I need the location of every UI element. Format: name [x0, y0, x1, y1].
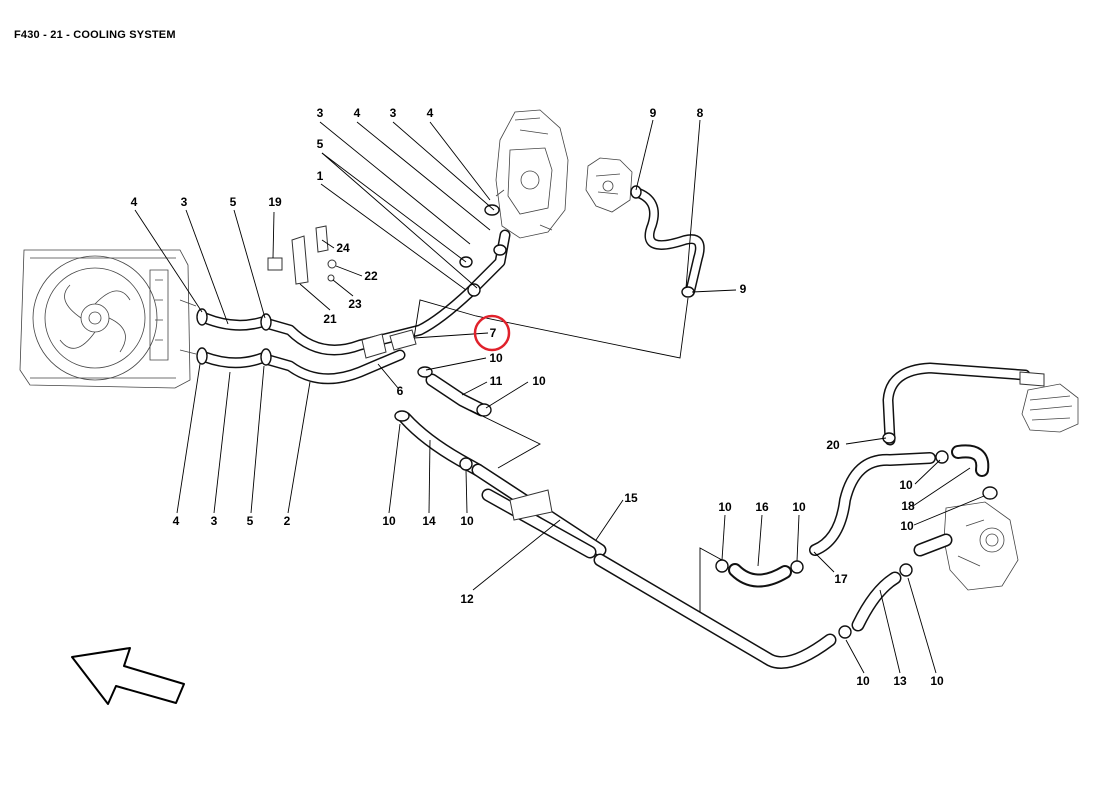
callout-label: 12 — [460, 592, 474, 606]
engine-block-icon — [495, 109, 569, 239]
callout-label: 10 — [930, 674, 944, 688]
callout-label: 17 — [834, 572, 848, 586]
callout-label: 5 — [317, 137, 324, 151]
callout-label: 1 — [317, 169, 324, 183]
callout-label: 18 — [901, 499, 915, 513]
callout-label: 10 — [718, 500, 732, 514]
bracket-24 — [315, 225, 329, 253]
callout-label: 4 — [427, 106, 434, 120]
callout-label: 9 — [740, 282, 747, 296]
callout-label: 19 — [268, 195, 282, 209]
callout-label: 9 — [650, 106, 657, 120]
callout-label: 16 — [755, 500, 769, 514]
callout-label: 8 — [697, 106, 704, 120]
bracket-19 — [267, 257, 283, 271]
callout-label: 3 — [181, 195, 188, 209]
callout-label: 21 — [323, 312, 337, 326]
callout-label: 10 — [900, 519, 914, 533]
callout-label: 4 — [173, 514, 180, 528]
callout-label: 6 — [397, 384, 404, 398]
callout-label: 10 — [792, 500, 806, 514]
callout-label: 23 — [348, 297, 362, 311]
t-piece-6 — [361, 333, 387, 359]
callout-label: 3 — [390, 106, 397, 120]
hose-clamps — [196, 185, 998, 639]
highlight-circle — [473, 314, 511, 352]
callout-label: 14 — [422, 514, 436, 528]
fitting-parts — [267, 225, 1045, 521]
callout-label: 22 — [364, 269, 378, 283]
callout-label-highlighted: 7 — [490, 326, 497, 340]
callout-label: 10 — [382, 514, 396, 528]
front-direction-arrow-icon — [71, 647, 185, 705]
callout-label: 24 — [336, 241, 350, 255]
callout-label: 10 — [489, 351, 503, 365]
expansion-tank-icon — [1021, 383, 1079, 433]
callout-label: 10 — [856, 674, 870, 688]
callout-labels: 3 4 3 4 5 1 9 8 4 3 5 19 24 22 23 21 9 7… — [131, 106, 944, 688]
callout-label: 10 — [899, 478, 913, 492]
callout-label: 4 — [354, 106, 361, 120]
callout-label: 4 — [131, 195, 138, 209]
leader-lines — [134, 119, 985, 674]
callout-label: 5 — [230, 195, 237, 209]
callout-label: 5 — [247, 514, 254, 528]
thermostat-housing-icon — [585, 157, 633, 213]
hose-lines — [199, 187, 1031, 669]
page-title: F430 - 21 - COOLING SYSTEM — [14, 29, 176, 41]
callout-label: 10 — [532, 374, 546, 388]
callout-label: 15 — [624, 491, 638, 505]
callout-label: 3 — [317, 106, 324, 120]
callout-label: 10 — [460, 514, 474, 528]
callout-label: 20 — [826, 438, 840, 452]
callout-label: 13 — [893, 674, 907, 688]
pipe-bracket — [509, 489, 553, 521]
water-pump-housing-icon — [943, 501, 1019, 591]
callout-label: 2 — [284, 514, 291, 528]
callout-label: 11 — [490, 374, 503, 388]
radiator-fan-icon — [19, 249, 197, 389]
callout-label: 3 — [211, 514, 218, 528]
bracket-21 — [291, 235, 309, 285]
